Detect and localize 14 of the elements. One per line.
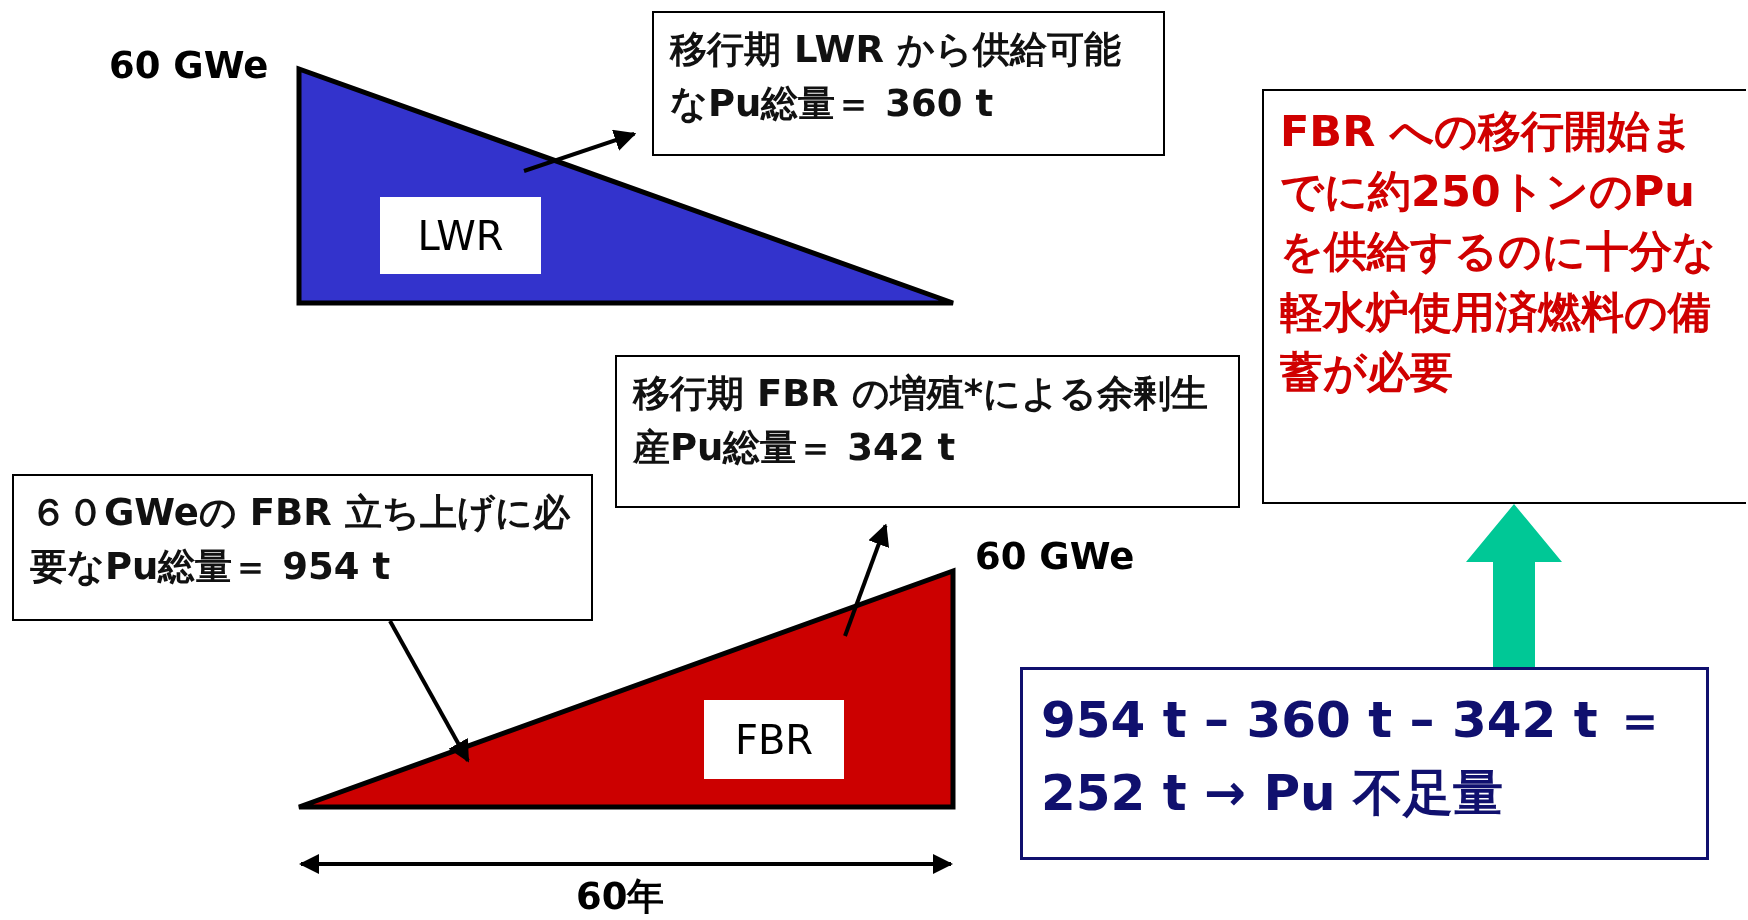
- triangle-label: FBR: [704, 700, 844, 779]
- dimension-label: 60年: [576, 874, 665, 920]
- triangle-label: LWR: [380, 197, 541, 274]
- callout-box: 移行期 LWR から供給可能なPu総量＝ 360 t: [652, 11, 1165, 156]
- arrow: [388, 620, 470, 763]
- callout-box: 移行期 FBR の増殖*による余剰生産Pu総量＝ 342 t: [615, 355, 1240, 508]
- capacity-label: 60 GWe: [975, 535, 1135, 578]
- callout-box: ６０GWeの FBR 立ち上げに必要なPu総量＝ 954 t: [12, 474, 593, 621]
- capacity-label: 60 GWe: [109, 44, 269, 87]
- equation-box: 954 t – 360 t – 342 t ＝252 t → Pu 不足量: [1020, 667, 1709, 860]
- note-box: FBR への移行開始までに約250トンのPuを供給するのに十分な軽水炉使用済燃料の備蓄が必要: [1262, 89, 1746, 504]
- block-arrow: [1466, 504, 1562, 667]
- arrow: [523, 129, 637, 173]
- arrow: [843, 523, 890, 637]
